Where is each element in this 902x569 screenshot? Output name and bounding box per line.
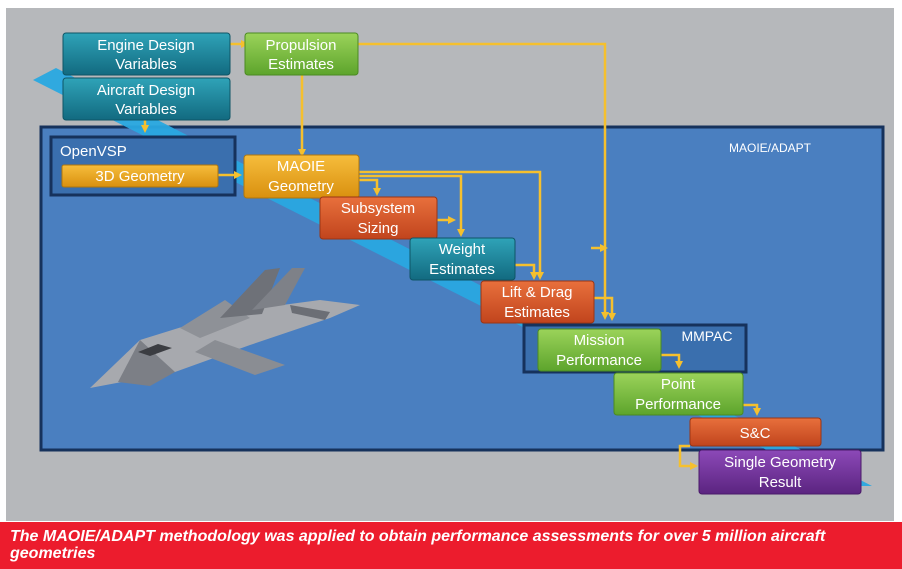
- node-3d-geometry: 3D Geometry: [61, 164, 219, 188]
- caption-text: The MAOIE/ADAPT methodology was applied …: [10, 528, 826, 562]
- node-label-line: Estimates: [504, 304, 570, 321]
- connector-maoie-to-weight: [359, 174, 465, 237]
- node-sandc: S&C: [689, 417, 822, 447]
- maoie-adapt-label: MAOIE/ADAPT: [729, 141, 812, 155]
- node-point-performance: Point Performance: [613, 372, 744, 416]
- node-label-line: Estimates: [268, 56, 334, 73]
- node-aircraft-design-variables: Aircraft Design Variables: [62, 77, 231, 121]
- node-label-line: Single Geometry: [724, 454, 836, 471]
- node-label-line: Performance: [635, 396, 721, 413]
- connector-mission-to-point: [661, 353, 683, 369]
- node-weight-estimates: Weight Estimates: [409, 237, 516, 281]
- node-label-line: MAOIE: [277, 158, 325, 175]
- node-label-line: Propulsion: [266, 37, 337, 54]
- node-label-line: Performance: [556, 352, 642, 369]
- connector-propulsion-to-mission: [358, 42, 609, 320]
- node-engine-design-variables: Engine Design Variables: [62, 32, 231, 76]
- node-single-geometry-result: Single Geometry Result: [698, 449, 862, 495]
- node-label-line: 3D Geometry: [95, 168, 185, 185]
- node-label-line: Sizing: [358, 220, 399, 237]
- node-label-line: Geometry: [268, 178, 334, 195]
- node-mission-performance: Mission Performance: [537, 328, 662, 372]
- connector-sandc-to-result: [678, 444, 698, 470]
- node-label-line: Result: [759, 474, 802, 491]
- node-maoie-geometry: MAOIE Geometry: [243, 154, 360, 199]
- node-label-line: Mission: [574, 332, 625, 349]
- connector-maoie-to-subsystem: [359, 178, 381, 196]
- mmpac-label: MMPAC: [681, 328, 732, 344]
- node-label-line: Aircraft Design: [97, 82, 195, 99]
- connector-liftdrag-to-mission: [594, 296, 616, 321]
- methodology-diagram: MAOIE/ADAPT OpenVSP MMPAC: [33, 32, 885, 495]
- node-label-line: Lift & Drag: [502, 284, 573, 301]
- node-propulsion-estimates: Propulsion Estimates: [244, 32, 359, 76]
- node-label-line: Subsystem: [341, 200, 415, 217]
- node-label-line: Estimates: [429, 261, 495, 278]
- node-subsystem-sizing: Subsystem Sizing: [319, 196, 438, 240]
- node-lift-drag-estimates: Lift & Drag Estimates: [480, 280, 595, 324]
- flow-connectors: [141, 40, 761, 470]
- node-label-line: Point: [661, 376, 696, 393]
- node-label-line: Engine Design: [97, 37, 195, 54]
- node-label-line: Variables: [115, 56, 176, 73]
- openvsp-label: OpenVSP: [60, 143, 127, 160]
- connector-weight-to-liftdrag: [515, 263, 538, 280]
- node-label-line: S&C: [740, 425, 771, 442]
- aircraft-illustration: [90, 268, 360, 388]
- figure-caption: The MAOIE/ADAPT methodology was applied …: [0, 522, 902, 569]
- node-label-line: Variables: [115, 101, 176, 118]
- node-label-line: Weight: [439, 241, 486, 258]
- connector-maoie-to-liftdrag: [359, 170, 544, 280]
- connector-point-to-sandc: [743, 403, 761, 416]
